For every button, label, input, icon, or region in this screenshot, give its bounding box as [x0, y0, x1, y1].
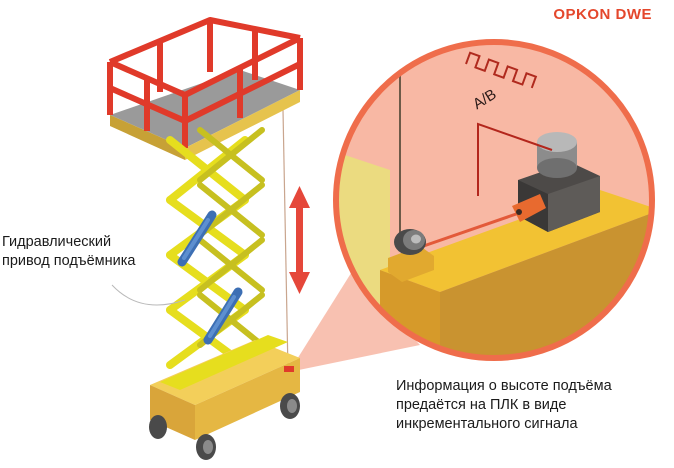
pulley: [388, 229, 434, 282]
zoom-beam: [289, 270, 420, 372]
hydraulic-leader-line: [111, 284, 186, 306]
wheel: [149, 415, 167, 439]
hydraulic-drive-label: Гидравлический привод подъёмника: [2, 233, 135, 271]
height-info-label: Информация о высоте подъёма предаётся на…: [396, 377, 612, 434]
info-label-line: предаётся на ПЛК в виде: [396, 397, 567, 413]
signal-wire: [477, 122, 553, 196]
height-arrow-icon: [289, 186, 310, 294]
encoder-sensor: [512, 132, 600, 232]
info-label-line: инкрементального сигнала: [396, 416, 578, 432]
brand-logo-text: OPKON DWE: [553, 6, 652, 23]
info-label-line: Информация о высоте подъёма: [396, 378, 612, 394]
hydraulic-label-line: привод подъёмника: [2, 253, 136, 269]
scissor-lift: [107, 17, 303, 460]
hydraulic-label-line: Гидравлический: [2, 234, 112, 250]
pulse-signal-icon: [465, 51, 538, 89]
platform-railing: [107, 17, 303, 148]
lift-base: [149, 335, 300, 460]
